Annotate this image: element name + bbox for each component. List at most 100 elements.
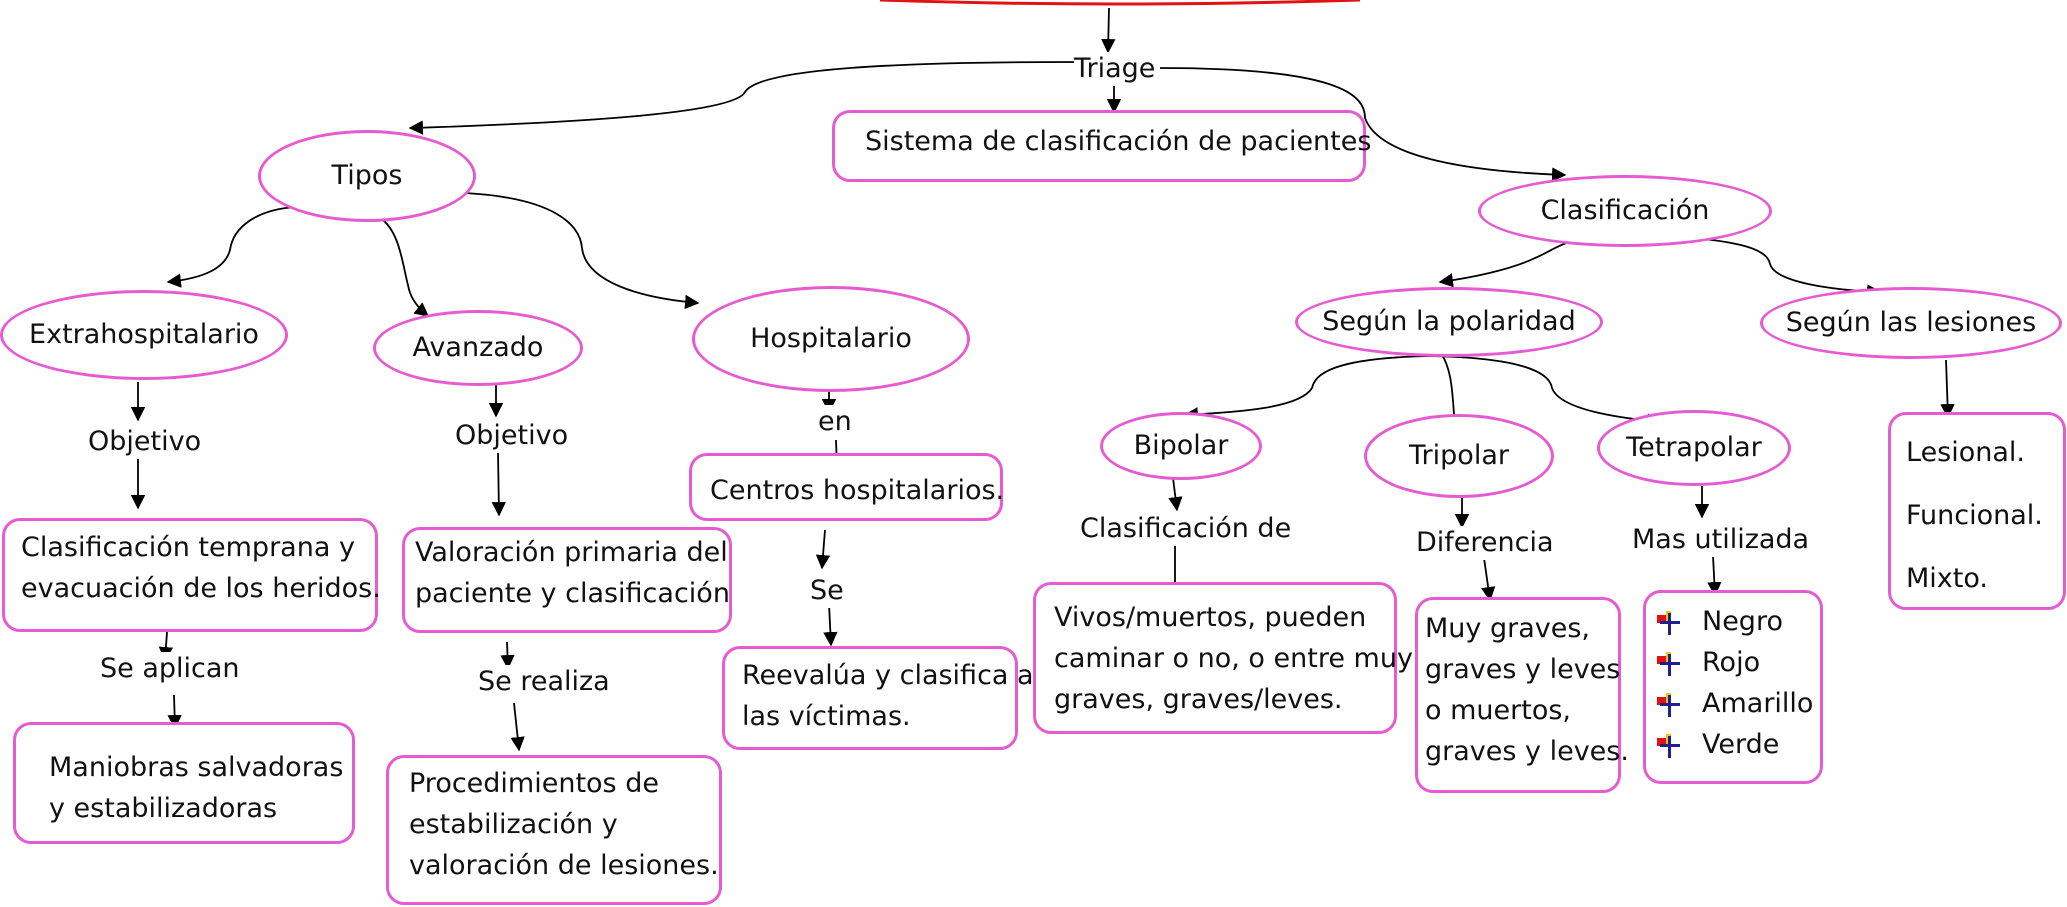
tripolar-node: Tripolar	[1364, 414, 1554, 498]
extrahospitalario-link-seaplican: Se aplican	[100, 652, 240, 686]
objective-line-1: Clasificación temprana y	[21, 532, 355, 563]
result-line-3: valoración de lesiones.	[409, 850, 719, 881]
objective-line-2: paciente y clasificación	[415, 578, 730, 609]
result-line-1: Procedimientos de	[409, 768, 659, 799]
arrow-lesiones-list	[1940, 359, 1955, 419]
tetrapolar-link: Mas utilizada	[1632, 523, 1810, 557]
flag-icon	[1656, 732, 1682, 758]
bipolar-label: Bipolar	[1133, 430, 1229, 461]
link-label: Se aplican	[100, 653, 240, 684]
objective-line-2: evacuación de los heridos.	[21, 573, 381, 604]
tipos-node: Tipos	[258, 130, 476, 222]
arrow-hosp-result	[823, 603, 838, 647]
bipolar-detail-node: Vivos/muertos, pueden caminar o no, o en…	[1033, 582, 1413, 734]
polaridad-node: Según la polaridad	[1295, 287, 1603, 357]
tipos-label: Tipos	[331, 160, 403, 191]
lesiones-item: Lesional.	[1906, 437, 2026, 468]
avanzado-link-objetivo: Objetivo	[455, 419, 569, 453]
definition-text: Sistema de clasificación de pacientes	[865, 126, 1372, 157]
avanzado-label: Avanzado	[412, 332, 544, 363]
arrow-tripolar-detail	[1481, 557, 1496, 602]
objective-line-1: Valoración primaria del	[415, 537, 728, 568]
color-label: Rojo	[1702, 647, 1761, 678]
arrow-polaridad-tetrapolar	[1429, 355, 1662, 428]
result-line-2: estabilización y	[409, 809, 618, 840]
color-label: Amarillo	[1702, 688, 1814, 719]
lesiones-node: Según las lesiones	[1760, 287, 2062, 359]
link-label: Se realiza	[478, 666, 610, 697]
arrow-tetrapolar-list	[1707, 555, 1722, 597]
color-item-amarillo: Amarillo	[1656, 683, 1820, 724]
link-label: Objetivo	[88, 426, 202, 457]
detail-line-2: caminar o no, o entre muy	[1054, 643, 1413, 674]
extrahospitalario-link-objetivo: Objetivo	[88, 425, 202, 459]
arrow-tipos-extrahospitalario	[166, 206, 296, 288]
arrow-triage-tipos	[408, 61, 1076, 135]
polaridad-label: Según la polaridad	[1322, 306, 1576, 337]
arrow-to-triage	[1101, 7, 1116, 54]
flag-icon	[1656, 691, 1682, 717]
hospitalario-result-node: Reevalúa y clasifica a las víctimas.	[722, 646, 1034, 750]
clasificacion-node: Clasificación	[1478, 175, 1772, 247]
detail-line-2: graves y leves	[1425, 654, 1621, 685]
tetrapolar-colors-node: Negro Rojo Amarillo Verde	[1643, 590, 1823, 784]
clasificacion-label: Clasificación	[1540, 195, 1710, 226]
flag-icon	[1656, 609, 1682, 635]
arrow-avanzado-result	[510, 702, 525, 752]
definition-node: Sistema de clasificación de pacientes	[832, 110, 1372, 182]
arrow-polaridad-bipolar	[1183, 355, 1431, 422]
result-line-2: las víctimas.	[742, 701, 911, 732]
hospitalario-label: Hospitalario	[750, 323, 912, 354]
arrow-hosp-se	[815, 529, 831, 570]
arrow-tipos-avanzado	[377, 216, 430, 317]
arrow-avanzado-serealiza	[500, 641, 515, 670]
extrahospitalario-result-node: Maniobras salvadoras y estabilizadoras	[13, 722, 355, 844]
arrow-clasif-lesiones	[1659, 235, 1882, 299]
extrahospitalario-label: Extrahospitalario	[29, 319, 259, 350]
arrow-triage-clasificacion	[1159, 67, 1567, 182]
tripolar-link: Diferencia	[1416, 526, 1554, 560]
avanzado-result-node: Procedimientos de estabilización y valor…	[386, 755, 722, 905]
hospitalario-place-node: Centros hospitalarios.	[689, 453, 1005, 521]
detail-line-1: Vivos/muertos, pueden	[1054, 602, 1367, 633]
lesiones-item: Funcional.	[1906, 500, 2043, 531]
avanzado-objective-node: Valoración primaria del paciente y clasi…	[402, 527, 732, 633]
link-label: Se	[810, 575, 844, 606]
root-node: Triage	[1074, 52, 1156, 86]
tripolar-detail-node: Muy graves, graves y leves o muertos, gr…	[1415, 597, 1629, 793]
color-item-negro: Negro	[1656, 601, 1820, 642]
color-label: Negro	[1702, 606, 1783, 637]
result-line-1: Reevalúa y clasifica a	[742, 660, 1034, 691]
detail-line-1: Muy graves,	[1425, 613, 1590, 644]
arrow-tipos-hospitalario	[464, 192, 700, 310]
hospitalario-link-en: en	[818, 405, 852, 439]
result-line-1: Maniobras salvadoras	[49, 752, 344, 783]
bipolar-link: Clasificación de	[1080, 512, 1292, 546]
extrahospitalario-node: Extrahospitalario	[0, 290, 288, 380]
place-text: Centros hospitalarios.	[710, 475, 1005, 506]
detail-line-4: graves y leves.	[1425, 736, 1629, 767]
link-label: Objetivo	[455, 420, 569, 451]
detail-line-3: o muertos,	[1425, 695, 1571, 726]
tetrapolar-node: Tetrapolar	[1597, 410, 1791, 486]
tetrapolar-label: Tetrapolar	[1626, 432, 1762, 463]
result-line-2: y estabilizadoras	[49, 793, 278, 824]
color-label: Verde	[1702, 729, 1780, 760]
avanzado-node: Avanzado	[373, 310, 583, 386]
color-item-verde: Verde	[1656, 724, 1820, 765]
link-label: Diferencia	[1416, 527, 1554, 558]
hospitalario-node: Hospitalario	[692, 286, 970, 392]
flag-icon	[1656, 650, 1682, 676]
lesiones-list-node: Lesional. Funcional. Mixto.	[1888, 412, 2066, 610]
arrow-avanzado-objective-box	[491, 451, 506, 517]
avanzado-link-serealiza: Se realiza	[478, 665, 610, 699]
link-label: en	[818, 406, 852, 437]
hospitalario-link-se: Se	[810, 574, 844, 608]
root-label: Triage	[1074, 53, 1156, 84]
lesiones-item: Mixto.	[1906, 563, 1988, 594]
tripolar-label: Tripolar	[1409, 440, 1509, 471]
link-label: Clasificación de	[1080, 513, 1292, 544]
top-node-arc	[879, 0, 1361, 6]
